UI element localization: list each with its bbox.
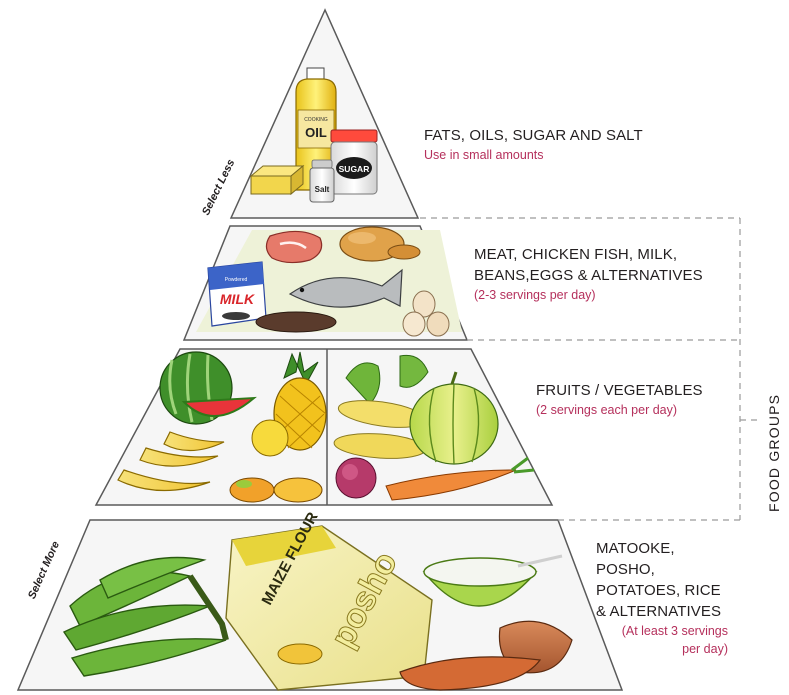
- tier-fruits-title: FRUITS / VEGETABLES: [536, 380, 703, 401]
- tier-fats-text: FATS, OILS, SUGAR AND SALT Use in small …: [424, 125, 643, 164]
- oil-small-label: COOKING: [304, 117, 328, 123]
- salt-label: Salt: [315, 185, 330, 194]
- sugar-label: SUGAR: [339, 164, 370, 174]
- butter-icon: [251, 166, 303, 194]
- tier-staples-title-3: & ALTERNATIVES: [596, 601, 728, 622]
- tier-fruits-subtitle: (2 servings each per day): [536, 401, 703, 419]
- tier-fruits-text: FRUITS / VEGETABLES (2 servings each per…: [536, 380, 703, 419]
- tier-staples: MAIZE FLOUR posho: [18, 509, 622, 690]
- tier-proteins-title-1: MEAT, CHICKEN FISH, MILK,: [474, 244, 703, 265]
- beans-bowl-icon: [256, 312, 336, 332]
- beetroot-icon: [336, 458, 376, 498]
- tier-proteins: Powdered MILK: [184, 226, 467, 340]
- sugar-jar-icon: SUGAR: [331, 130, 377, 194]
- tier-staples-title-1: MATOOKE, POSHO,: [596, 538, 728, 580]
- tier-fats-subtitle: Use in small amounts: [424, 146, 643, 164]
- tier-proteins-subtitle: (2-3 servings per day): [474, 286, 703, 304]
- food-groups-title: FOOD GROUPS: [766, 394, 782, 512]
- salt-shaker-icon: Salt: [310, 160, 334, 202]
- tier-staples-subtitle-1: (At least 3 servings: [596, 622, 728, 640]
- tier-proteins-title-2: BEANS,EGGS & ALTERNATIVES: [474, 265, 703, 286]
- tier-fats: COOKING OIL SUGAR Salt: [231, 10, 418, 218]
- milk-packet-icon: Powdered MILK: [208, 262, 266, 326]
- tier-fats-title: FATS, OILS, SUGAR AND SALT: [424, 125, 643, 146]
- beef-icon: [266, 231, 321, 262]
- oil-label: OIL: [305, 125, 327, 140]
- tier-staples-title-2: POTATOES, RICE: [596, 580, 728, 601]
- tier-proteins-text: MEAT, CHICKEN FISH, MILK, BEANS,EGGS & A…: [474, 244, 703, 304]
- tier-fruits-vegetables: [96, 349, 552, 505]
- milk-small-label: Powdered: [225, 277, 248, 283]
- tier-staples-subtitle-2: per day): [596, 640, 728, 658]
- tier-staples-text: MATOOKE, POSHO, POTATOES, RICE & ALTERNA…: [596, 538, 728, 658]
- milk-label: MILK: [220, 291, 255, 307]
